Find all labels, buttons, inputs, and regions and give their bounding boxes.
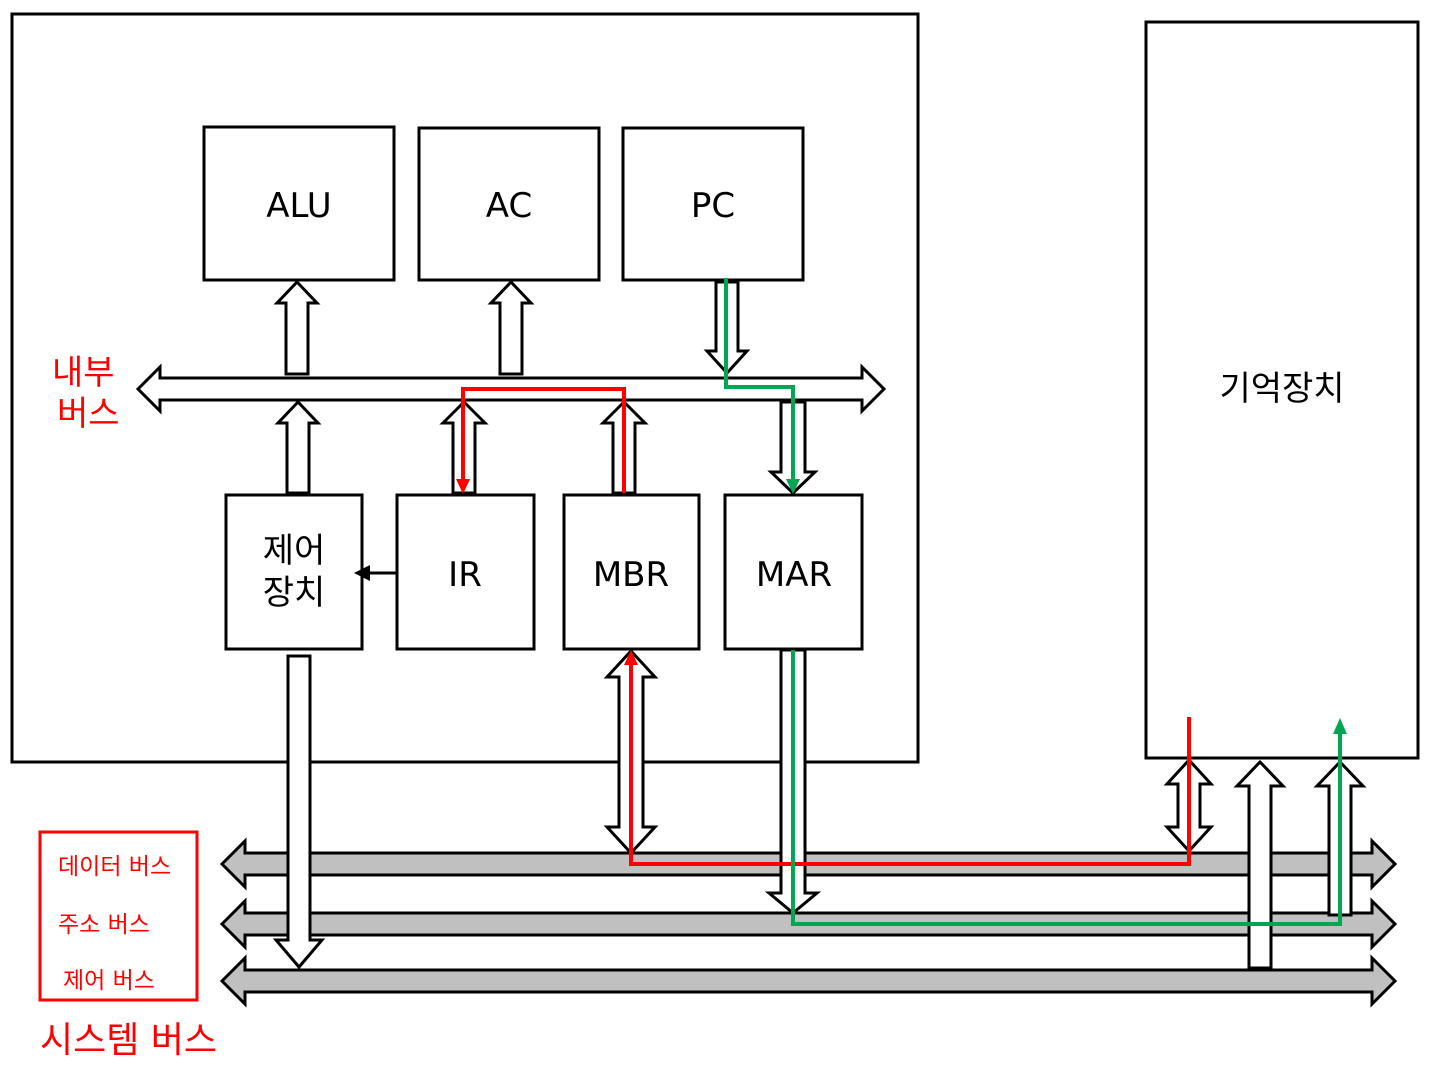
ir-to-control-arrowhead — [354, 565, 370, 581]
legend-address-bus: 주소 버스 — [58, 912, 150, 938]
alu-label: ALU — [266, 186, 331, 226]
alu-box — [202, 125, 396, 282]
pc-label: PC — [691, 186, 735, 226]
internal-bus-label-line1: 내부 — [52, 353, 115, 393]
ir-label: IR — [448, 555, 482, 595]
ir-box — [395, 493, 536, 651]
system-bus-label: 시스템 버스 — [40, 1020, 217, 1061]
control-to-system-bus-arrow — [272, 654, 326, 970]
control-unit-label-line2: 장치 — [263, 573, 326, 613]
system-bus-legend-box — [38, 830, 199, 1002]
pc-box — [621, 126, 805, 282]
address-path-bus-line — [791, 650, 1342, 926]
control-to-bus-arrow — [274, 399, 322, 495]
ac-label: AC — [486, 186, 532, 226]
data-path-mbr-arrowhead — [624, 650, 638, 665]
mar-label: MAR — [756, 555, 832, 595]
ac-box — [417, 126, 601, 282]
data-path-ir-arrowhead — [456, 479, 470, 494]
control-unit-label-line1: 제어 — [263, 531, 326, 571]
legend-data-bus: 데이터 버스 — [58, 854, 171, 880]
data-path-line — [629, 664, 1191, 866]
data-path-internal-line — [461, 387, 626, 493]
control-unit-box — [224, 493, 364, 651]
legend-control-bus: 제어 버스 — [63, 968, 155, 994]
memory-box — [1144, 20, 1420, 760]
address-path-mar-arrowhead — [786, 479, 800, 494]
mbr-box — [562, 493, 701, 651]
mbr-label: MBR — [593, 555, 669, 595]
internal-bus-label-line2: 버스 — [57, 394, 120, 434]
bus-to-alu-arrow — [273, 279, 321, 376]
address-path-internal-line — [724, 278, 795, 480]
memory-label: 기억장치 — [1219, 369, 1344, 409]
control-bus-arrow — [219, 954, 1398, 1008]
control-bus-memory-arrow — [1233, 759, 1287, 970]
bus-to-ac-arrow — [487, 279, 535, 376]
address-path-memory-arrowhead — [1333, 718, 1347, 734]
